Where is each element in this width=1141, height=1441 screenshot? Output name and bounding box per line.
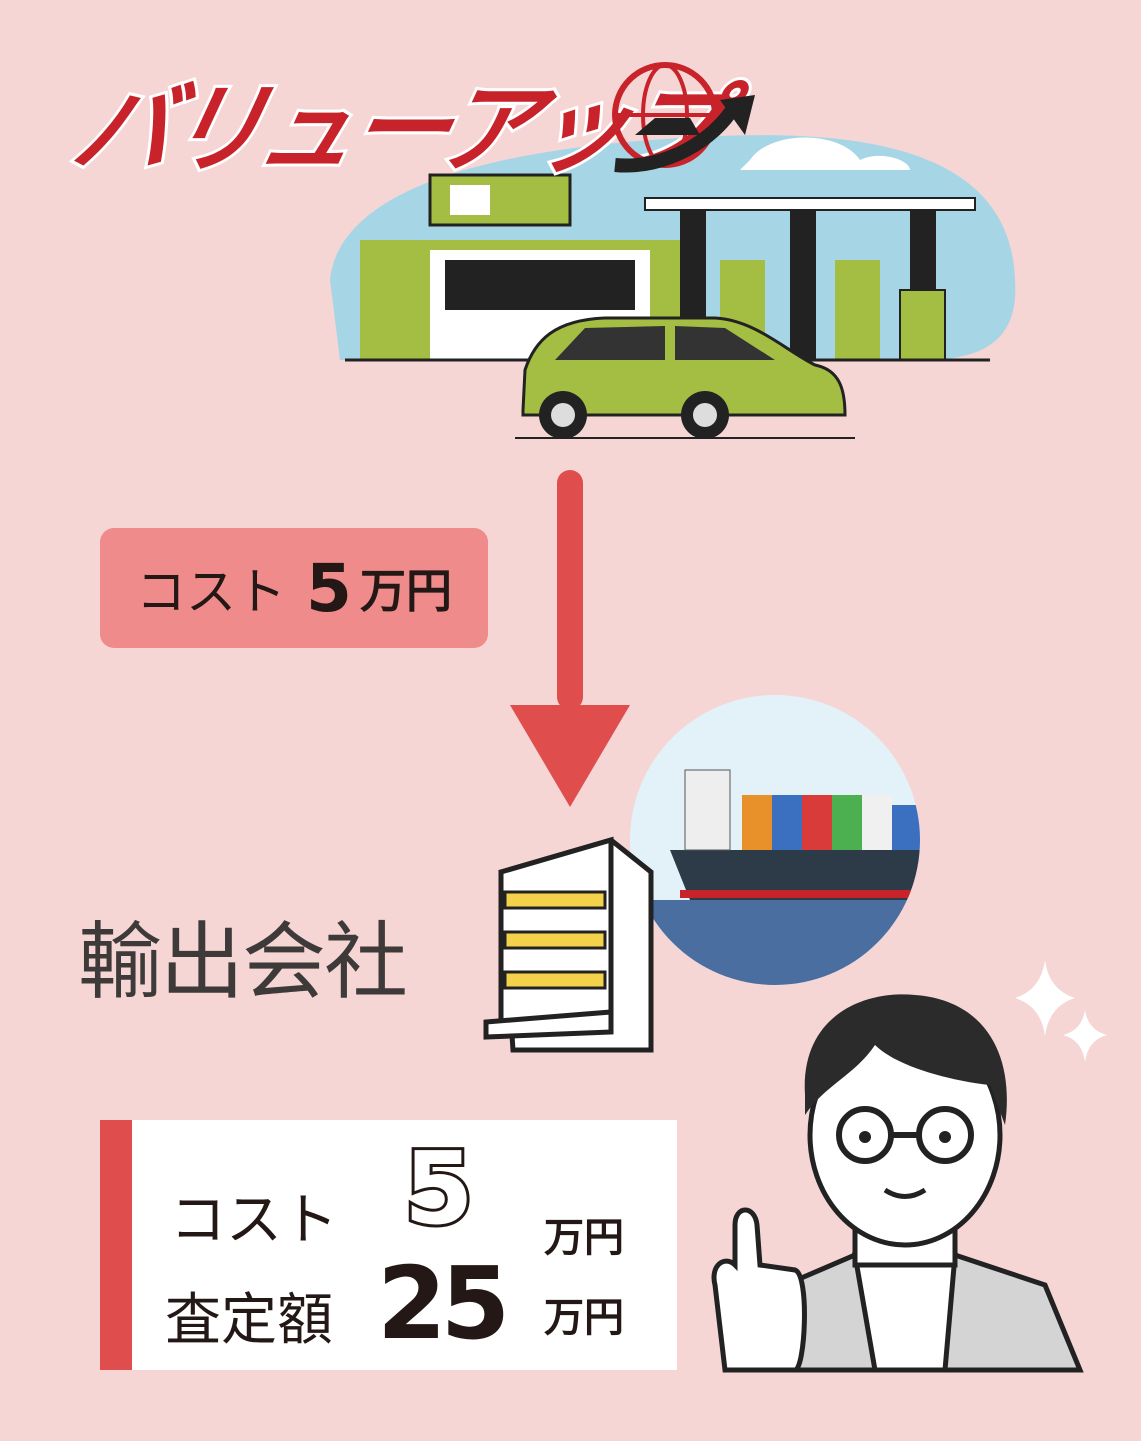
container-ship-illustration <box>630 695 920 985</box>
gas-station-illustration <box>330 135 1016 362</box>
appraisal-unit: 万円 <box>544 1295 624 1341</box>
sparkle-icon <box>1015 960 1107 1062</box>
result-cost-amount: 5 <box>401 1127 477 1250</box>
result-cost-label: コスト <box>170 1188 338 1253</box>
cost-badge: コスト 5 万円 <box>100 528 488 648</box>
result-cost-unit: 万円 <box>544 1215 624 1261</box>
result-box: コスト 5 万円 査定額 25 万円 <box>132 1120 677 1370</box>
cost-badge-amount: 5 <box>306 549 352 627</box>
down-arrow-icon <box>510 470 630 807</box>
cost-badge-unit: 万円 <box>359 564 452 618</box>
globe-car-arrow-icon <box>612 62 755 173</box>
export-company-label: 輸出会社 <box>78 913 408 1011</box>
appraisal-amount: 25 <box>377 1245 510 1362</box>
car-illustration <box>515 316 855 439</box>
building-icon <box>483 836 654 1053</box>
man-thumbs-up-illustration <box>711 994 1084 1373</box>
result-accent-bar <box>100 1120 132 1370</box>
appraisal-label: 査定額 <box>165 1288 333 1353</box>
cost-badge-label: コスト <box>136 563 287 621</box>
